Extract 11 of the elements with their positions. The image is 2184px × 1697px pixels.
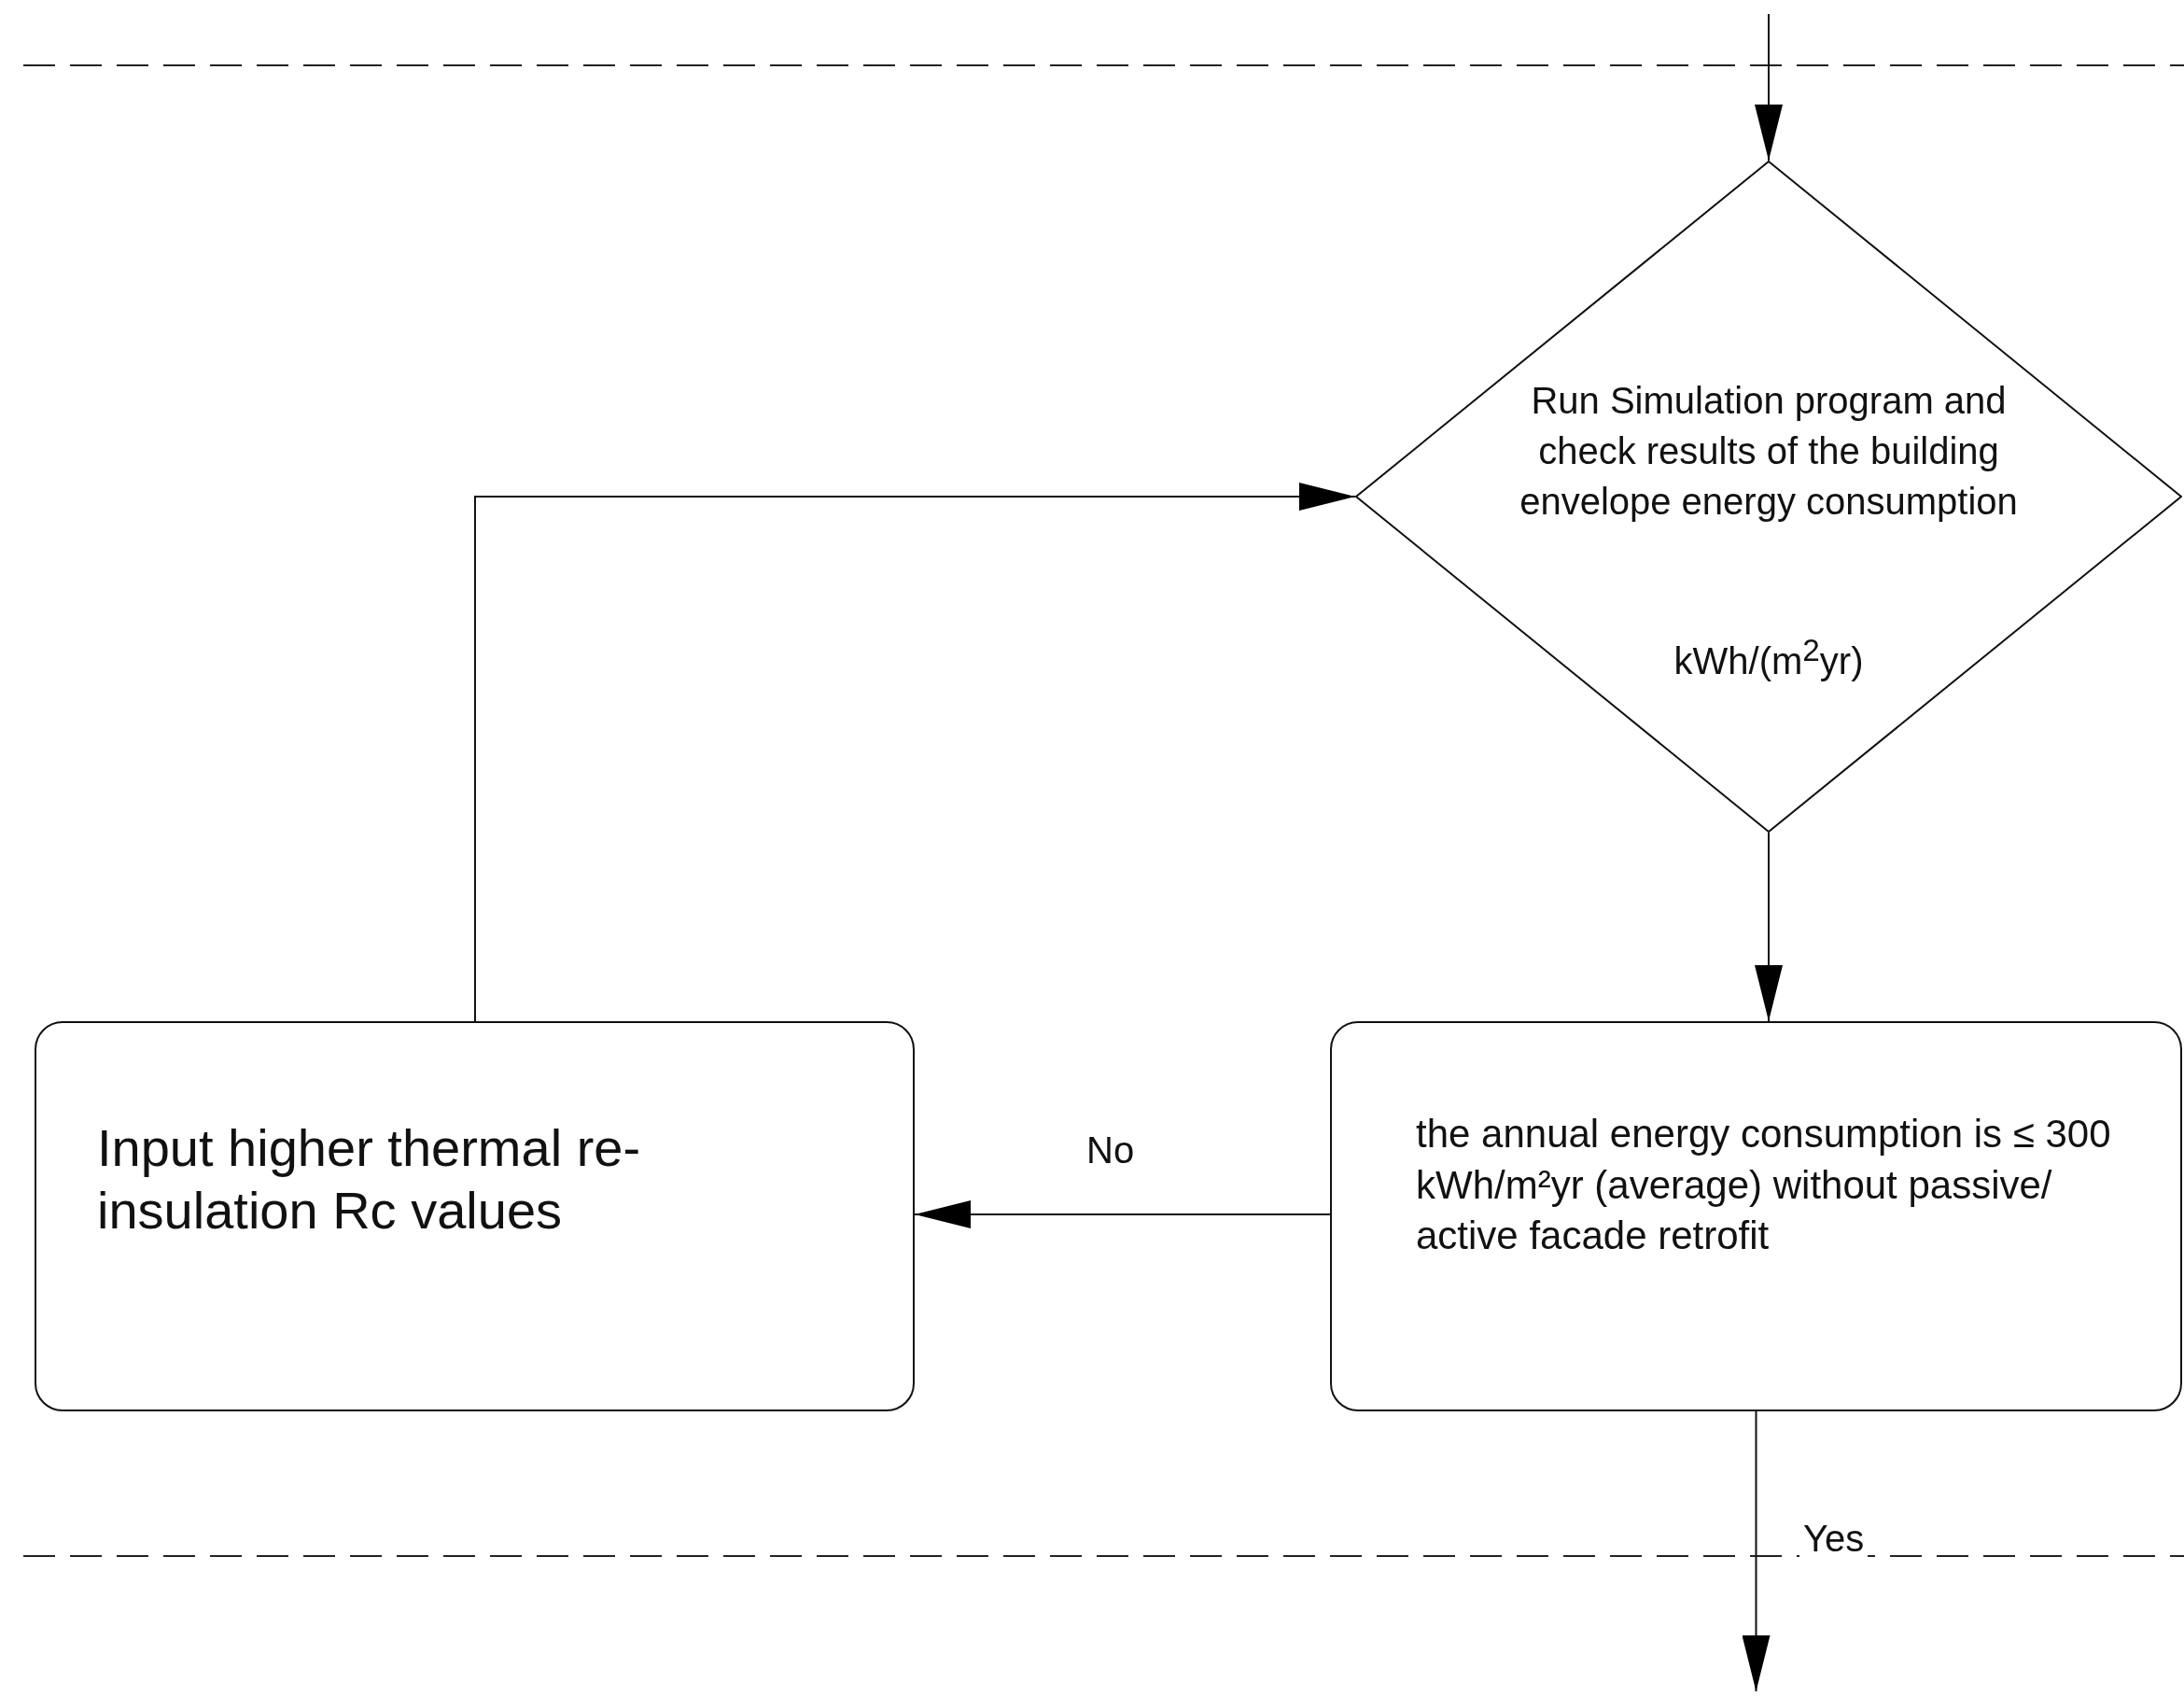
node-text: Run Simulation program and check results of the building envelope energy consumption	[1519, 379, 2019, 524]
unit-text: kWh/(m$^{2}$yr)	[1673, 632, 1865, 684]
process-box	[1330, 1021, 2182, 1411]
process-box	[35, 1021, 915, 1411]
arrow	[914, 1200, 1331, 1228]
node-text: Input higher thermal re-insulation Rc values	[97, 1117, 642, 1242]
arrow	[1755, 13, 1783, 161]
arrow	[1742, 1410, 1771, 1692]
node-text: the annual energy consumption is ≤ 300 kWh/m²yr (average) without passive/ active facade retrofit	[1416, 1111, 2112, 1260]
arrow	[1755, 832, 1783, 1022]
arrow	[474, 483, 1356, 1022]
